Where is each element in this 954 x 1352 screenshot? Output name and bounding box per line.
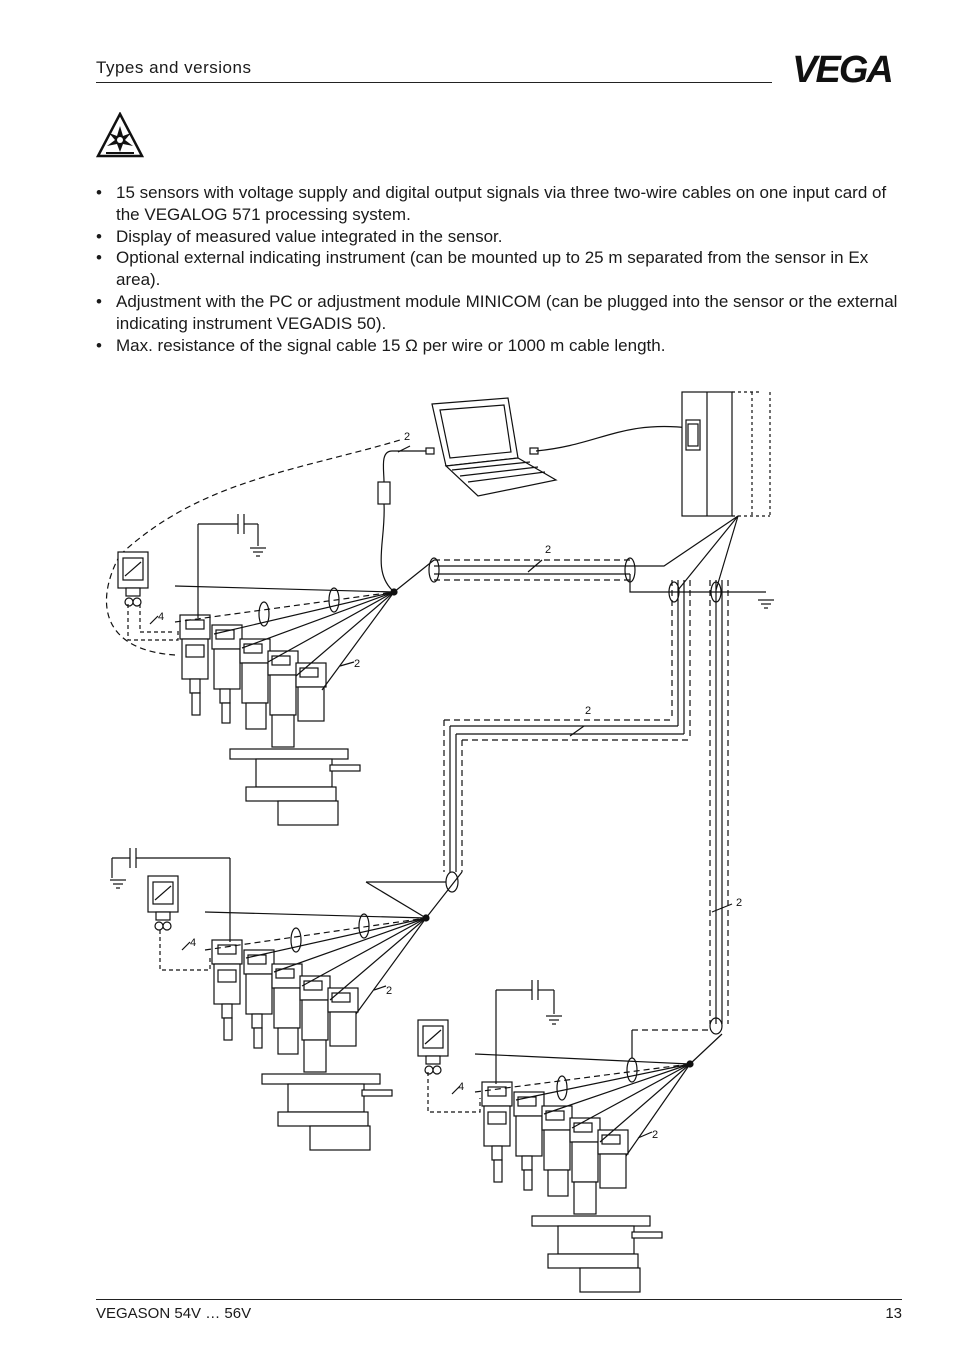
- wiring-diagram: 2 2 2 2 2 2 2 2 4 4 4: [105, 391, 775, 1293]
- header-rule: [96, 82, 772, 83]
- wire-label: 4: [158, 611, 164, 623]
- wire-label: 2: [652, 1129, 658, 1141]
- wire-label: 4: [190, 937, 196, 949]
- pc-notebook-icon: [431, 397, 558, 497]
- explosion-hazard-icon: [96, 112, 144, 158]
- list-item: •Optional external indicating instrument…: [96, 248, 869, 290]
- wire-label: 2: [585, 705, 591, 717]
- list-item: •Max. resistance of the signal cable 15 …: [96, 335, 666, 355]
- list-item: •15 sensors with voltage supply and digi…: [96, 183, 887, 224]
- list-item: •Display of measured value integrated in…: [96, 226, 503, 246]
- footer-rule: [96, 1299, 902, 1300]
- feature-list: •15 sensors with voltage supply and digi…: [96, 182, 906, 356]
- wire-label: 2: [736, 897, 742, 909]
- footer-product: VEGASON 54V … 56V: [96, 1305, 252, 1322]
- vegalog-rack-icon: [681, 391, 771, 517]
- logo-text: VEGA: [792, 50, 892, 86]
- wire-label: 4: [458, 1081, 464, 1093]
- section-title: Types and versions: [96, 58, 252, 77]
- wire-label: 2: [354, 658, 360, 670]
- wire-label: 2: [386, 985, 392, 997]
- wire-label: 2: [545, 544, 551, 556]
- vega-logo: VEGA: [792, 50, 894, 86]
- wire-label: 2: [404, 431, 410, 443]
- list-item: •Adjustment with the PC or adjustment mo…: [96, 291, 898, 333]
- page-number: 13: [885, 1305, 902, 1322]
